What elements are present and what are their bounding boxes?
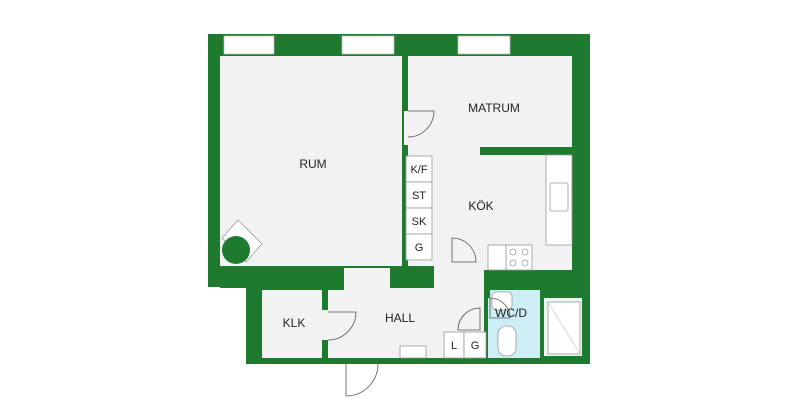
storage-label-kf: K/F <box>410 164 427 176</box>
windows-top <box>223 35 511 55</box>
room-label-rum: RUM <box>299 157 326 171</box>
bathroom-fixtures <box>491 291 581 357</box>
storage-label-g-hall: G <box>471 340 480 352</box>
door-swings <box>327 110 511 397</box>
room-label-klk: KLK <box>283 316 306 330</box>
room-label-hall: HALL <box>385 311 415 325</box>
interior-walls <box>220 54 590 364</box>
storage-label-l-hall: L <box>451 340 457 352</box>
room-label-kok: KÖK <box>468 199 493 213</box>
storage-label-g-kitchen: G <box>415 242 424 254</box>
room-label-wcd: WC/D <box>495 306 527 320</box>
tiled-stove-icon <box>221 219 263 264</box>
storage-label-st: ST <box>412 190 426 202</box>
storage-label-sk: SK <box>412 216 427 228</box>
room-label-matrum: MATRUM <box>468 101 520 115</box>
kitchen-storage <box>405 155 433 261</box>
kitchen-fixtures <box>487 154 573 271</box>
hall-storage <box>399 331 487 359</box>
